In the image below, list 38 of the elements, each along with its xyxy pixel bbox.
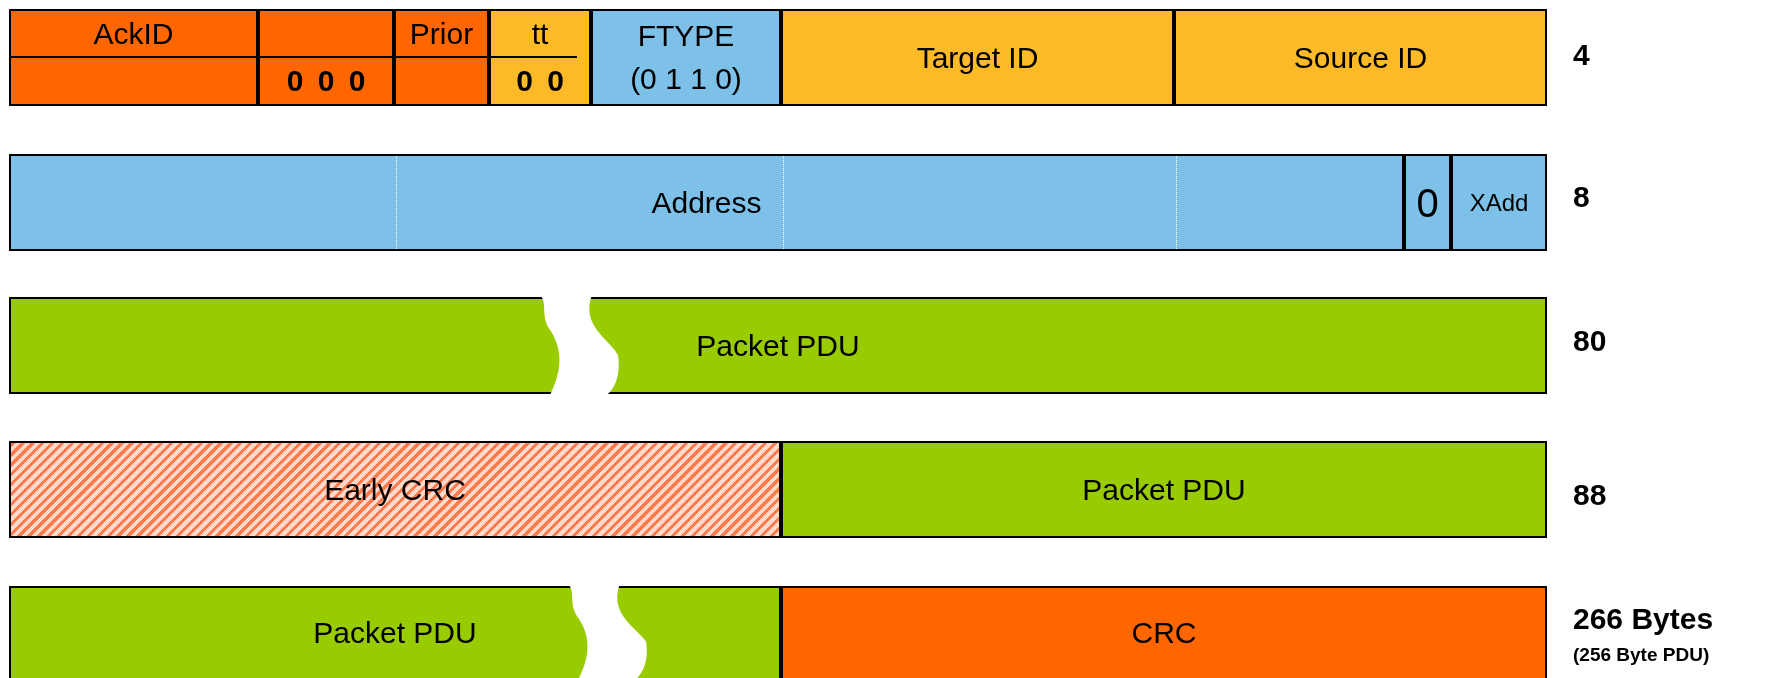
field-label: Target ID [916, 42, 1039, 73]
size-note: (256 Byte PDU) [1573, 645, 1710, 664]
field-cell [781, 441, 1547, 538]
size-label: 88 [1573, 480, 1607, 510]
field-label: Early CRC [324, 474, 466, 505]
size-label: 80 [1573, 326, 1607, 356]
field-cell [781, 9, 1174, 106]
field-label: Source ID [1293, 42, 1428, 73]
size-label: 8 [1573, 182, 1590, 212]
bit-value: 0 0 [516, 66, 564, 96]
bit-value: 0 0 0 [286, 66, 366, 96]
field-label: AckID [93, 18, 174, 49]
field-label: Prior [409, 18, 474, 49]
field-value: (0 1 1 0) [630, 64, 742, 94]
field-label: Packet PDU [696, 330, 860, 361]
field-cell [9, 586, 781, 678]
field-cell [9, 297, 1547, 394]
field-cell [9, 9, 258, 106]
field-label: Address [651, 187, 762, 218]
field-label: 0 [1416, 182, 1439, 223]
field-cell [9, 154, 1404, 251]
field-label: Packet PDU [1082, 474, 1246, 505]
size-label: 266 Bytes [1573, 604, 1714, 634]
field-cell [489, 9, 591, 106]
field-label: CRC [1131, 618, 1197, 648]
size-label: 4 [1573, 40, 1590, 70]
field-cell [781, 586, 1547, 678]
field-cell [394, 9, 489, 106]
field-label: XAdd [1469, 190, 1529, 215]
field-cell [591, 9, 781, 106]
field-cell [9, 441, 781, 538]
field-cell [1451, 154, 1547, 251]
field-cell [1404, 154, 1451, 251]
field-label: FTYPE [637, 20, 735, 51]
field-cell [1174, 9, 1547, 106]
field-label: Packet PDU [313, 618, 477, 648]
field-label: tt [531, 18, 549, 49]
field-cell [258, 9, 394, 106]
